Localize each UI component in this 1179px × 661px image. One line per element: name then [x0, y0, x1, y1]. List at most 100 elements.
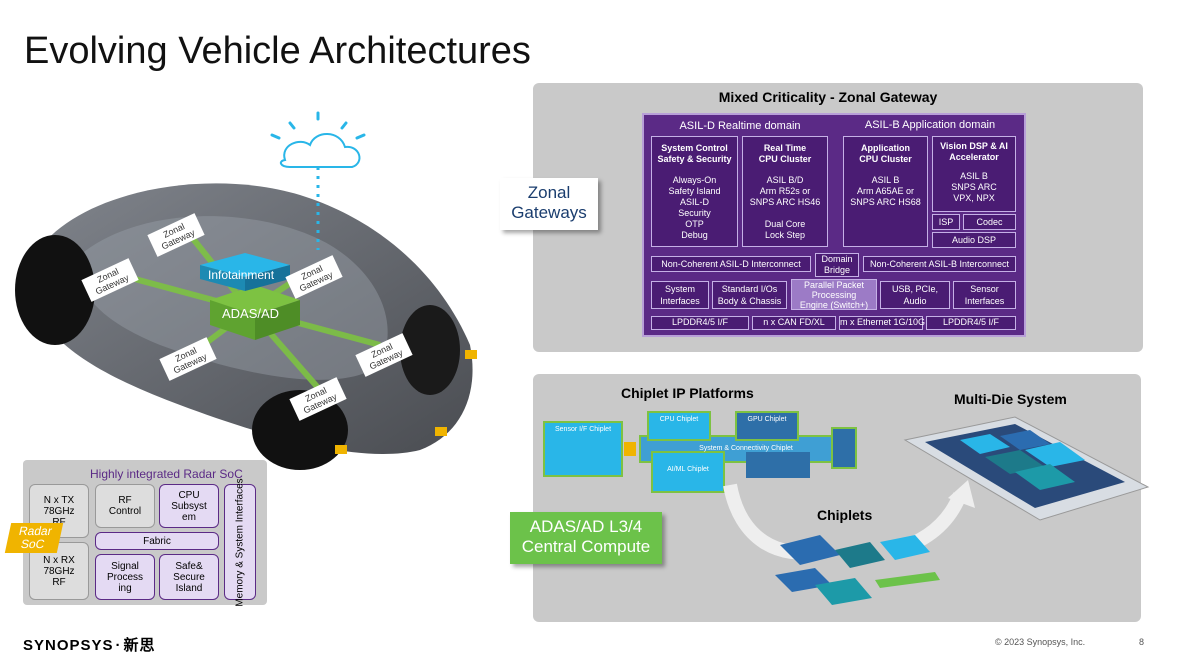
cpu-chiplet-label: CPU Chiplet — [659, 416, 699, 423]
radar-text: 78GHz — [43, 565, 75, 577]
domain-bridge-box: Domain Bridge — [815, 253, 859, 277]
cell-text: Body & Chassis — [717, 296, 782, 306]
vision-dsp-box: Vision DSP & AI Accelerator ASIL B SNPS … — [932, 136, 1016, 212]
radar-text: Control — [108, 506, 142, 517]
cell-text: System — [664, 284, 695, 294]
box-text: SNPS ARC HS46 — [749, 197, 821, 207]
radar-text: Island — [175, 582, 203, 594]
gpu-chiplet-label: GPU Chiplet — [747, 416, 787, 423]
audio-dsp-box: Audio DSP — [932, 232, 1016, 248]
brand-text: SYNOPSYS — [23, 637, 114, 654]
sensor-chiplet-label: Sensor I/F Chiplet — [554, 426, 612, 433]
noncoherent-asil-d-bar: Non-Coherent ASIL-D Interconnect — [651, 256, 811, 272]
radar-text: em — [182, 511, 196, 523]
radar-text: CPU — [178, 489, 200, 501]
asil-b-domain-label: ASIL-B Application domain — [864, 119, 996, 131]
box-head: Real Time — [763, 143, 807, 153]
cell-text: Interfaces — [964, 296, 1005, 306]
cell-text: USB, PCIe, — [891, 284, 938, 294]
box-head: Accelerator — [949, 152, 999, 162]
chiplets-svg — [723, 480, 975, 605]
asil-d-domain-label: ASIL-D Realtime domain — [679, 120, 801, 132]
radar-text: RF — [52, 516, 66, 528]
box-text: ASIL B — [871, 175, 900, 185]
noncoherent-asil-b-bar: Non-Coherent ASIL-B Interconnect — [863, 256, 1016, 272]
isp-box: ISP — [932, 214, 960, 230]
flag-line: Central Compute — [521, 537, 651, 556]
chiplet-ip-title: Chiplet IP Platforms — [621, 385, 754, 401]
box-head: CPU Cluster — [859, 154, 912, 164]
cell-text: Parallel Packet — [803, 280, 865, 290]
brand-cn-text: 新思 — [123, 637, 156, 654]
copyright: © 2023 Synopsys, Inc. — [995, 637, 1086, 647]
box-head: System Control — [661, 143, 728, 153]
zonal-gateways-flag: Zonal Gateways — [500, 178, 598, 230]
codec-box: Codec — [963, 214, 1016, 230]
cell-text: Interfaces — [660, 296, 700, 306]
box-head: CPU Cluster — [758, 154, 812, 164]
radar-text: Process — [106, 571, 144, 583]
radar-text: ing — [118, 582, 132, 594]
multi-die-svg — [903, 416, 1150, 521]
box-text: Lock Step — [764, 230, 806, 240]
rf-control-box: RF Control — [95, 484, 155, 528]
box-text: ASIL-D — [679, 197, 709, 207]
lpddr-left-bar: LPDDR4/5 I/F — [651, 316, 749, 330]
standard-ios-box: Standard I/Os Body & Chassis — [712, 281, 787, 309]
radar-text: Memory & System Interfaces — [234, 477, 246, 607]
chiplet-ip-diagram: Sensor I/F Chiplet CPU Chiplet GPU Chipl… — [540, 408, 860, 498]
box-text: Debug — [681, 230, 708, 240]
radar-text: RF — [52, 576, 66, 588]
car-illustration: Infotainment ADAS/AD Zonal Gateway Zonal… — [0, 105, 500, 475]
lpddr-right-bar: LPDDR4/5 I/F — [926, 316, 1016, 330]
chiplet-ip-svg — [543, 411, 857, 493]
system-control-box: System Control Safety & Security Always-… — [651, 136, 738, 247]
box-text: Always-On — [672, 175, 717, 185]
sensor-interfaces-box: Sensor Interfaces — [953, 281, 1016, 309]
chiplets-label: Chiplets — [817, 507, 873, 523]
cell-text: Audio — [903, 296, 927, 306]
radar-text: 78GHz — [43, 505, 75, 517]
bridge-text: Bridge — [823, 265, 850, 275]
box-head: Safety & Security — [657, 154, 732, 164]
infotainment-label: Infotainment — [208, 268, 275, 282]
box-text: Dual Core — [764, 219, 806, 229]
radar-text: RF — [118, 495, 132, 506]
flag-line: Gateways — [511, 203, 587, 222]
box-text: Security — [678, 208, 711, 218]
zonal-panel-title: Mixed Criticality - Zonal Gateway — [718, 89, 938, 105]
box-text: ASIL B — [960, 171, 988, 181]
radar-text: Signal — [111, 560, 139, 572]
radar-text: N x RX — [43, 554, 75, 566]
adas-central-compute-flag: ADAS/AD L3/4 Central Compute — [510, 512, 662, 564]
radar-soc-title: Highly integrated Radar SoC — [90, 467, 243, 481]
usb-pcie-box: USB, PCIe, Audio — [880, 281, 950, 309]
radar-text: Subsyst — [171, 500, 207, 512]
flag-line: Zonal — [527, 183, 571, 202]
box-text: SNPS ARC HS68 — [850, 197, 921, 207]
flag-line: ADAS/AD L3/4 — [529, 517, 643, 536]
box-text: SNPS ARC — [951, 182, 997, 192]
signal-processing-box: Signal Process ing — [95, 554, 155, 600]
cell-text: Processing — [811, 290, 857, 300]
box-head: Vision DSP & AI — [940, 141, 1008, 151]
box-text: VPX, NPX — [953, 193, 995, 203]
synopsys-logo: SYNOPSYS·新思 — [23, 637, 156, 654]
cell-text: Engine (Switch+) — [799, 300, 869, 310]
page-number: 8 — [1139, 637, 1145, 647]
bridge-text: Domain — [821, 254, 853, 264]
radar-soc-flag: Radar SoC — [4, 523, 64, 553]
packet-engine-box: Parallel Packet Processing Engine (Switc… — [791, 279, 877, 310]
chiplets-illustration — [720, 480, 1010, 615]
radar-text: Secure — [173, 571, 205, 583]
radar-text: N x TX — [43, 494, 75, 506]
application-cpu-box: Application CPU Cluster ASIL B Arm A65AE… — [843, 136, 928, 247]
cell-text: Sensor — [970, 284, 999, 294]
page-title: Evolving Vehicle Architectures — [24, 30, 531, 72]
memory-interfaces-box: Memory & System Interfaces — [224, 478, 256, 606]
ethernet-bar: m x Ethernet 1G/10G — [839, 316, 925, 330]
system-chiplet-label: System & Connectivity Chiplet — [699, 445, 793, 452]
cell-text: Standard I/Os — [721, 284, 778, 294]
multi-die-title: Multi-Die System — [954, 391, 1067, 407]
aiml-chiplet-label: AI/ML Chiplet — [667, 466, 709, 473]
